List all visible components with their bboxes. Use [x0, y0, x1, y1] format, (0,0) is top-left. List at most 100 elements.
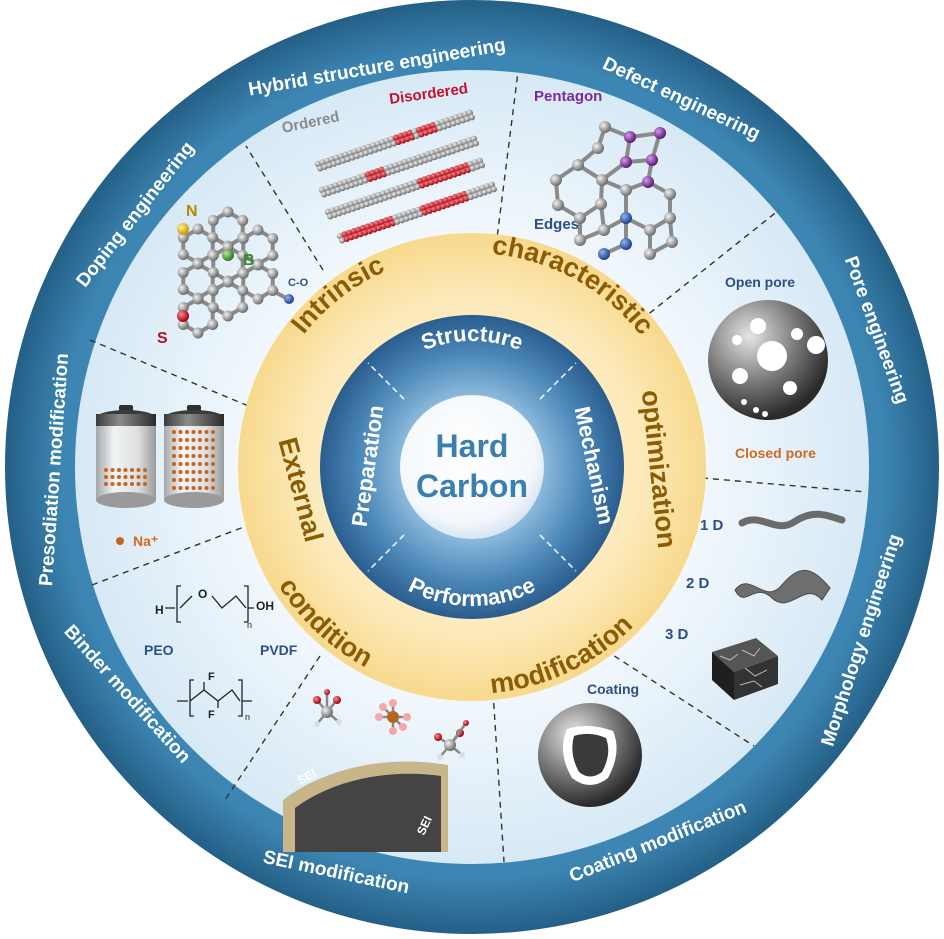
atom	[177, 232, 189, 243]
na-ion	[172, 446, 176, 450]
atom	[267, 250, 279, 261]
na-ion	[185, 430, 189, 434]
graphite-layers	[314, 109, 497, 244]
atom	[574, 234, 586, 246]
atom	[620, 212, 632, 224]
sodium-ions	[104, 430, 215, 490]
na-ion	[185, 438, 189, 442]
na-ion	[143, 475, 147, 479]
na-ion	[185, 446, 189, 450]
peo-o: O	[198, 587, 207, 601]
atom	[192, 293, 204, 305]
na-ion	[211, 438, 215, 442]
sei-particle	[295, 773, 441, 852]
atom	[252, 224, 264, 236]
open-pore-label: Open pore	[725, 274, 795, 290]
pvdf-structure	[177, 679, 252, 717]
na-ion	[198, 430, 202, 434]
atom	[177, 319, 189, 330]
na-ion	[191, 470, 196, 474]
atom	[598, 224, 610, 236]
atom	[237, 215, 249, 226]
atom	[252, 293, 264, 305]
na-ion	[136, 475, 141, 479]
atom	[620, 184, 632, 196]
atom	[620, 238, 632, 250]
atom	[642, 176, 654, 188]
na-ion	[198, 462, 202, 466]
pvdf-f-bottom: F	[208, 709, 215, 721]
atom	[596, 174, 608, 186]
defect-sector: Pentagon Edges	[534, 88, 678, 260]
atom	[237, 233, 249, 244]
na-ion	[198, 478, 202, 482]
oxygen-atom	[284, 294, 294, 304]
atom	[237, 302, 249, 313]
atom	[654, 127, 666, 139]
na-ion	[117, 475, 121, 479]
na-ion	[178, 438, 183, 442]
molecule	[375, 699, 411, 735]
atom	[207, 285, 219, 296]
na-ion	[191, 478, 196, 482]
na-ion	[191, 446, 196, 450]
binder-sector: H O OH n PEO PVDF F F n	[144, 585, 298, 722]
na-ion	[104, 475, 108, 479]
na-ion	[204, 470, 209, 474]
atom	[222, 206, 234, 218]
peo-structure	[165, 585, 254, 623]
atom	[177, 284, 189, 295]
atom	[624, 131, 636, 143]
na-ion	[110, 475, 115, 479]
atom	[550, 174, 562, 186]
na-ion	[123, 468, 128, 472]
na-ion	[191, 438, 196, 442]
atom	[595, 198, 607, 210]
na-ion	[211, 470, 215, 474]
na-ion	[117, 482, 121, 486]
nanosheet-2d	[734, 569, 831, 604]
coated-core	[572, 733, 609, 777]
na-ion	[191, 462, 196, 466]
morph-1d-label: 1 D	[700, 517, 724, 534]
na-ion	[211, 430, 215, 434]
na-ion	[204, 446, 209, 450]
atom	[207, 302, 219, 313]
graphite-layer	[324, 157, 485, 220]
na-ion	[104, 482, 108, 486]
presodiation-sector: Na⁺	[96, 405, 224, 549]
framework-3d	[712, 638, 778, 700]
na-ion	[172, 486, 176, 490]
atom	[664, 188, 676, 200]
nitrogen-atom	[177, 223, 189, 235]
atom	[644, 224, 656, 236]
battery-cell-left	[96, 405, 156, 508]
electrolyte-molecules	[313, 689, 469, 760]
na-legend-label: Na⁺	[133, 533, 158, 549]
graphite-layer	[318, 135, 479, 198]
na-ion	[191, 430, 196, 434]
atom	[207, 250, 219, 261]
atom	[192, 223, 204, 235]
na-ion	[172, 478, 176, 482]
sulfur-atom	[177, 310, 189, 322]
atom	[222, 276, 234, 288]
na-ion	[185, 486, 189, 490]
atom	[237, 250, 249, 261]
nanofiber-1d	[738, 510, 846, 530]
center-title-line2: Carbon	[416, 468, 528, 504]
atom	[207, 215, 219, 226]
peo-oh: OH	[256, 599, 274, 613]
na-ion	[204, 478, 209, 482]
pvdf-n: n	[245, 712, 250, 722]
atom	[267, 285, 279, 296]
atom	[592, 142, 604, 154]
atom	[644, 248, 656, 260]
atom	[177, 249, 189, 260]
peo-h: H	[155, 603, 164, 617]
atom	[572, 159, 584, 171]
na-ion	[178, 478, 183, 482]
dopant-b-label: B	[243, 252, 255, 269]
na-ion	[211, 478, 215, 482]
